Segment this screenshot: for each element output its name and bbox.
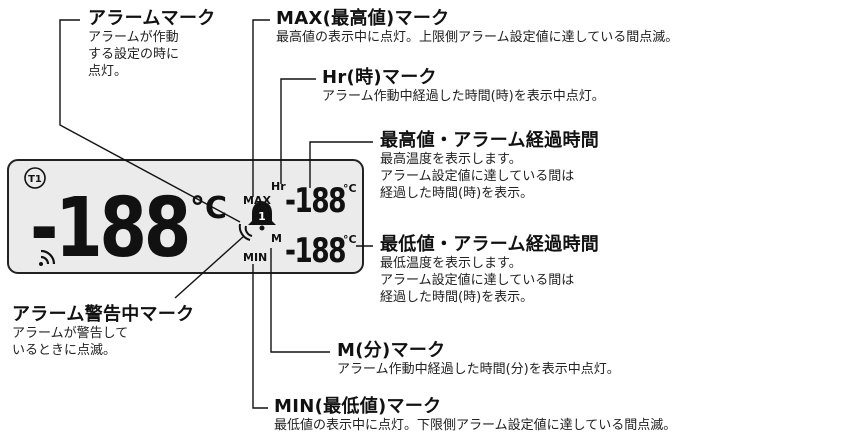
leader-lines xyxy=(59,19,373,409)
hr-tag: Hr xyxy=(271,180,286,193)
min-elapsed-desc: 最低温度を表示します。 アラーム設定値に達している間は 経過した時間(時)を表示… xyxy=(380,255,575,305)
min-tag: MIN xyxy=(243,251,267,264)
alarm-warning-title: アラーム警告中マーク xyxy=(12,304,195,325)
min-unit: °C xyxy=(343,233,357,246)
m-mark-annotation: M(分)マーク アラーム作動中経過した時間(分)を表示中点灯。 xyxy=(337,340,620,379)
alarm-bell-icon: 1 xyxy=(248,201,276,231)
max-elapsed-annotation: 最高値・アラーム経過時間 最高温度を表示します。 アラーム設定値に達している間は… xyxy=(380,130,599,203)
alarm-warning-annotation: アラーム警告中マーク アラームが警告して いるときに点滅。 xyxy=(12,304,194,360)
min-mark-title: MIN(最低値)マーク xyxy=(274,396,442,417)
alarm-mark-title: アラームマーク xyxy=(88,8,216,29)
alarm-warning-desc: アラームが警告して いるときに点滅。 xyxy=(12,325,129,358)
min-elapsed-title: 最低値・アラーム経過時間 xyxy=(380,234,600,255)
min-elapsed-annotation: 最低値・アラーム経過時間 最低温度を表示します。 アラーム設定値に達している間は… xyxy=(380,234,599,307)
min-mark-annotation: MIN(最低値)マーク 最低値の表示中に点灯。下限側アラーム設定値に達している間… xyxy=(274,396,676,435)
max-mark-title: MAX(最高値)マーク xyxy=(276,8,450,29)
alarm-mark-annotation: アラームマーク アラームが作動 する設定の時に 点灯。 xyxy=(88,8,216,81)
max-mark-annotation: MAX(最高値)マーク 最高値の表示中に点灯。上限側アラーム設定値に達している間… xyxy=(276,8,678,47)
alarm-warning-icon xyxy=(238,223,253,241)
m-mark-title: M(分)マーク xyxy=(337,340,446,361)
main-temperature-digits: -188 xyxy=(30,181,188,276)
t1-badge xyxy=(24,167,46,189)
max-mark-desc: 最高値の表示中に点灯。上限側アラーム設定値に達している間点滅。 xyxy=(276,29,679,45)
max-unit: °C xyxy=(343,182,357,195)
hr-mark-desc: アラーム作動中経過した時間(時)を表示中点灯。 xyxy=(322,88,605,104)
svg-text:1: 1 xyxy=(258,210,266,223)
main-unit: °C xyxy=(190,191,227,226)
hr-mark-title: Hr(時)マーク xyxy=(322,67,437,88)
lcd-panel xyxy=(7,159,364,274)
signal-icon xyxy=(39,249,56,266)
max-elapsed-desc: 最高温度を表示します。 アラーム設定値に達している間は 経過した時間(時)を表示… xyxy=(380,151,575,201)
t1-label: T1 xyxy=(28,174,42,185)
max-digits: -188 xyxy=(285,181,345,221)
alarm-mark-desc: アラームが作動 する設定の時に 点灯。 xyxy=(88,29,180,79)
hr-mark-annotation: Hr(時)マーク アラーム作動中経過した時間(時)を表示中点灯。 xyxy=(322,67,605,106)
min-mark-desc: 最低値の表示中に点灯。下限側アラーム設定値に達している間点滅。 xyxy=(274,417,677,433)
m-mark-desc: アラーム作動中経過した時間(分)を表示中点灯。 xyxy=(337,361,620,377)
m-tag: M xyxy=(271,232,282,245)
max-elapsed-title: 最高値・アラーム経過時間 xyxy=(380,130,600,151)
min-digits: -188 xyxy=(285,231,345,271)
